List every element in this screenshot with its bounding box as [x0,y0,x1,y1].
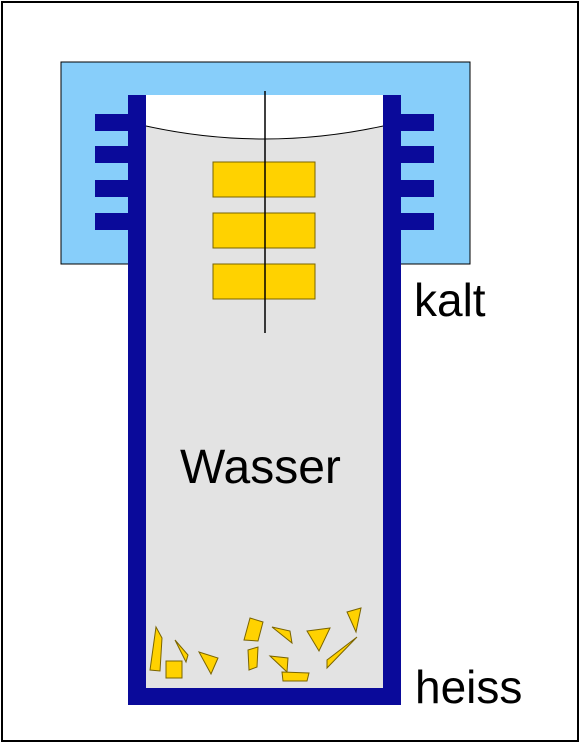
cooling-fin-icon [399,114,434,131]
cooling-fin-icon [95,180,130,197]
cooling-fins-left [95,114,130,230]
cooling-fin-icon [95,146,130,163]
cooling-fin-icon [399,146,434,163]
crystal-fragment-icon [197,651,219,676]
crystal-block-icon [212,263,316,300]
crystal-fragment-icon [268,655,289,674]
water-label: Wasser [180,441,341,494]
crystal-fragment-icon [165,660,183,679]
hanging-crystals [212,91,316,333]
crystal-fragment-icon [247,646,259,671]
crystal-fragment-icon [243,617,264,642]
crystal-fragment-icon [326,636,358,670]
crystal-block-icon [212,161,316,198]
crystal-fragment-icon [306,627,331,653]
cooling-fins-right [399,114,434,230]
crystal-fragment-icon [149,625,163,672]
crystal-fragment-icon [271,626,293,645]
crystal-fragment-icon [281,671,310,682]
cooling-fin-icon [399,180,434,197]
hot-zone-label: heiss [415,661,523,713]
cold-zone-label: kalt [414,274,486,326]
crystal-fragment-icon [174,639,189,664]
crystal-block-icon [212,212,316,249]
cooling-fin-icon [95,114,130,131]
seed-fragments [149,607,362,682]
cooling-fin-icon [399,213,434,230]
cooling-fin-icon [95,213,130,230]
crystal-fragment-icon [346,607,362,634]
